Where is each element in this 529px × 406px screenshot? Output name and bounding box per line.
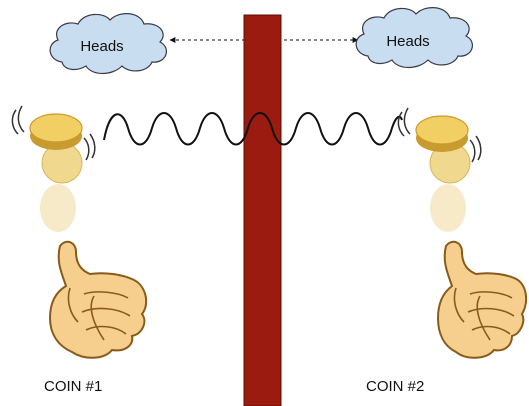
cloud-shape-icon xyxy=(49,13,168,75)
coin-trail-faint xyxy=(430,184,466,232)
right-cloud: Heads xyxy=(355,7,474,69)
right-coin-toss xyxy=(397,107,528,359)
motion-lines-icon xyxy=(11,105,25,135)
left-cloud: Heads xyxy=(49,13,168,75)
coin-2-label: COIN #2 xyxy=(366,378,425,395)
motion-lines-icon xyxy=(83,133,96,161)
motion-lines-icon xyxy=(397,107,411,137)
coin-icon xyxy=(29,113,83,143)
coin-1-label: COIN #1 xyxy=(44,378,103,395)
entanglement-wave xyxy=(103,112,403,146)
coin-trail-faint xyxy=(40,184,76,232)
right-cloud-text: Heads xyxy=(386,33,429,50)
coin-icon xyxy=(415,115,469,145)
motion-lines-icon xyxy=(469,135,482,163)
barrier-wall xyxy=(243,14,282,406)
left-cloud-text: Heads xyxy=(80,38,123,55)
left-coin-toss xyxy=(11,105,148,359)
thumbs-up-hand-icon xyxy=(436,240,528,359)
thumbs-up-hand-icon xyxy=(48,240,148,359)
cloud-shape-icon xyxy=(355,7,474,69)
